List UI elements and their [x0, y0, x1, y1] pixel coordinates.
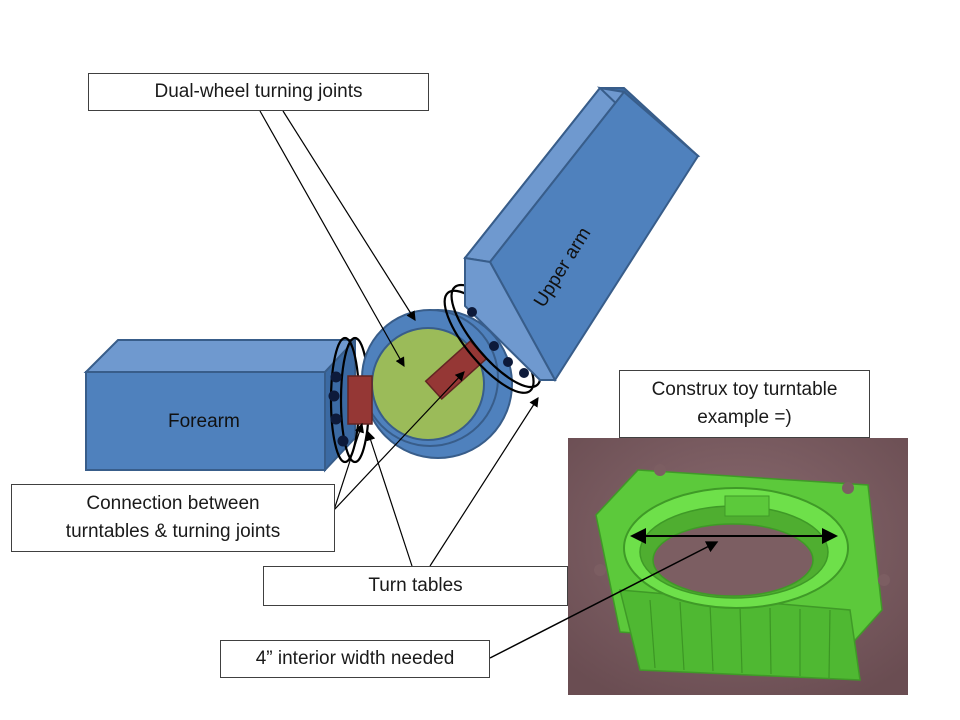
- dual-wheel-callout: Dual-wheel turning joints: [88, 73, 429, 111]
- forearm-connector: [347, 375, 373, 425]
- dual-wheel-leaders: [259, 110, 416, 368]
- dual-wheel-text: Dual-wheel turning joints: [154, 81, 363, 103]
- turn-tables-text: Turn tables: [368, 575, 463, 597]
- forearm-block: [83, 337, 358, 473]
- upper-arm-block: [463, 86, 701, 382]
- interior-width-leader: [489, 541, 719, 659]
- upper-arm-joint-dots: [467, 307, 529, 378]
- construx-text-line2: example =): [697, 407, 792, 428]
- connection-callout: Connection between turntables & turning …: [11, 484, 335, 552]
- turn-tables-callout: Turn tables: [263, 566, 568, 606]
- turn-tables-leaders: [366, 396, 539, 567]
- connection-leaders: [333, 371, 465, 511]
- forearm-label: Forearm: [168, 411, 240, 432]
- connection-text-line1: Connection between: [86, 493, 260, 515]
- interior-width-text: 4” interior width needed: [255, 648, 455, 670]
- construx-text-line1: Construx toy turntable: [651, 379, 838, 401]
- interior-width-callout: 4” interior width needed: [220, 640, 490, 678]
- construx-callout: Construx toy turntable example =): [619, 370, 870, 438]
- construx-turntable-photo: [568, 438, 908, 695]
- connection-text-line2: turntables & turning joints: [65, 521, 281, 542]
